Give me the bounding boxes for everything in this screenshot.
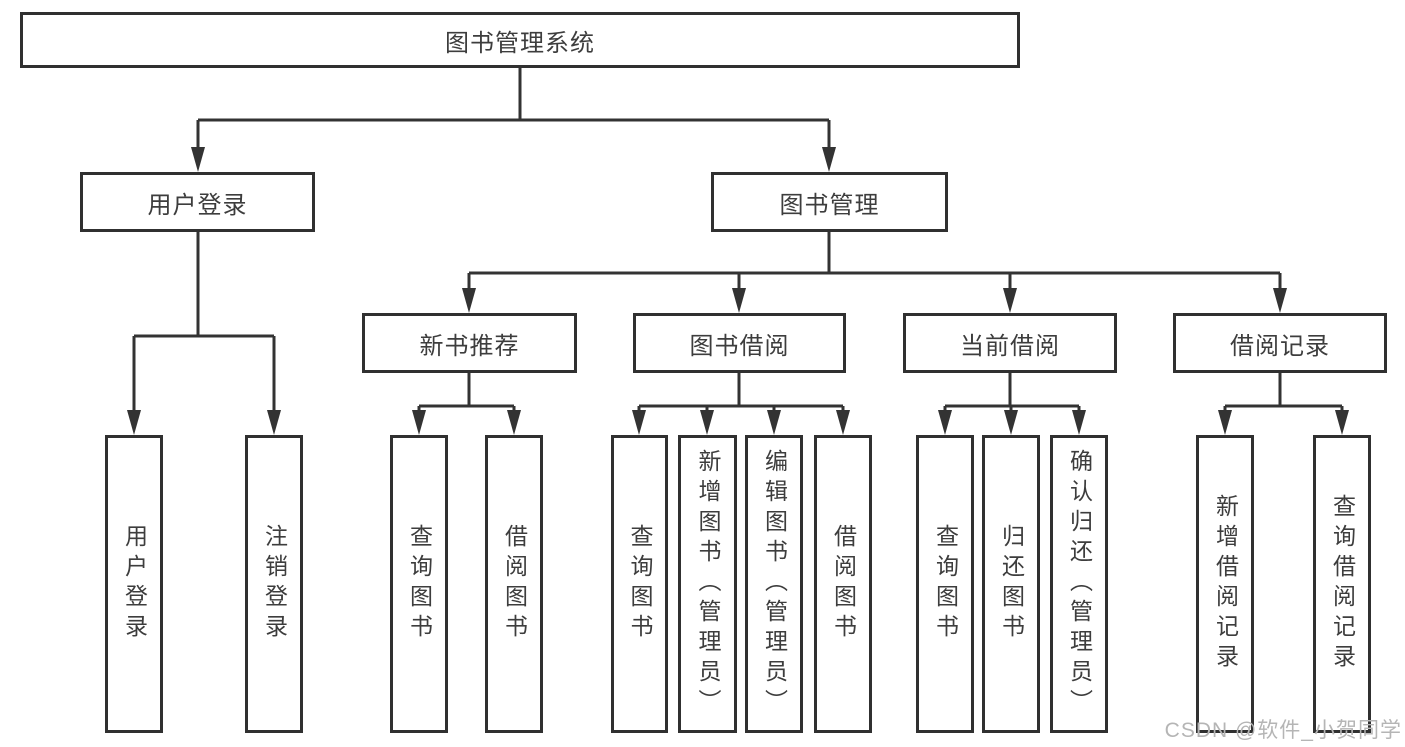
- node-label: 当前借阅: [960, 332, 1060, 360]
- node-label: 用户登录: [121, 524, 148, 644]
- node-leaf-query-books-1: 查询图书: [390, 435, 448, 733]
- connector-newbook-to-leaves: [412, 373, 521, 435]
- node-label: 借阅图书: [501, 524, 528, 644]
- connector-bookmgmt-to-level3: [462, 232, 1287, 313]
- node-leaf-borrow-books-2: 借阅图书: [814, 435, 872, 733]
- connector-currentborrow-to-leaves: [938, 373, 1086, 435]
- node-leaf-query-borrow-record: 查询借阅记录: [1313, 435, 1371, 733]
- node-leaf-borrow-books-1: 借阅图书: [485, 435, 543, 733]
- node-label: 注销登录: [261, 524, 288, 644]
- node-library-system: 图书管理系统: [20, 12, 1020, 68]
- node-label: 用户登录: [147, 191, 248, 219]
- node-label: 查询图书: [406, 524, 433, 644]
- node-leaf-user-login: 用户登录: [105, 435, 163, 733]
- node-leaf-query-books-2: 查询图书: [611, 435, 668, 733]
- node-label: 查询借阅记录: [1329, 494, 1356, 674]
- node-leaf-add-books-admin: 新增图书（管理员）: [678, 435, 737, 733]
- node-label: 新增借阅记录: [1212, 494, 1239, 674]
- node-label: 编辑图书（管理员）: [761, 449, 788, 719]
- connector-bookborrow-to-leaves: [632, 373, 850, 435]
- node-borrowing-records: 借阅记录: [1173, 313, 1387, 373]
- node-leaf-edit-books-admin: 编辑图书（管理员）: [745, 435, 803, 733]
- node-leaf-return-books: 归还图书: [982, 435, 1040, 733]
- node-label: 图书管理: [779, 191, 880, 219]
- node-label: 图书借阅: [689, 332, 790, 360]
- node-user-login: 用户登录: [80, 172, 315, 232]
- node-book-borrowing: 图书借阅: [633, 313, 846, 373]
- node-current-borrowing: 当前借阅: [903, 313, 1117, 373]
- node-label: 图书管理系统: [445, 29, 595, 57]
- node-leaf-confirm-return-admin: 确认归还（管理员）: [1050, 435, 1108, 733]
- csdn-watermark: CSDN @软件_小贺同学: [1164, 719, 1402, 742]
- node-label: 归还图书: [998, 524, 1025, 644]
- connector-root-to-level2: [191, 68, 836, 172]
- connector-userlogin-to-leaves: [127, 232, 281, 435]
- node-label: 新书推荐: [419, 332, 520, 360]
- node-book-management: 图书管理: [711, 172, 948, 232]
- node-label: 借阅记录: [1230, 332, 1330, 360]
- node-label: 查询图书: [932, 524, 959, 644]
- node-leaf-logout: 注销登录: [245, 435, 303, 733]
- node-label: 借阅图书: [830, 524, 857, 644]
- node-label: 查询图书: [627, 524, 653, 644]
- node-leaf-query-books-3: 查询图书: [916, 435, 974, 733]
- node-label: 新增图书（管理员）: [695, 449, 721, 719]
- node-label: 确认归还（管理员）: [1066, 449, 1093, 719]
- connector-records-to-leaves: [1218, 373, 1349, 435]
- node-new-book-recommendation: 新书推荐: [362, 313, 577, 373]
- node-leaf-add-borrow-record: 新增借阅记录: [1196, 435, 1254, 733]
